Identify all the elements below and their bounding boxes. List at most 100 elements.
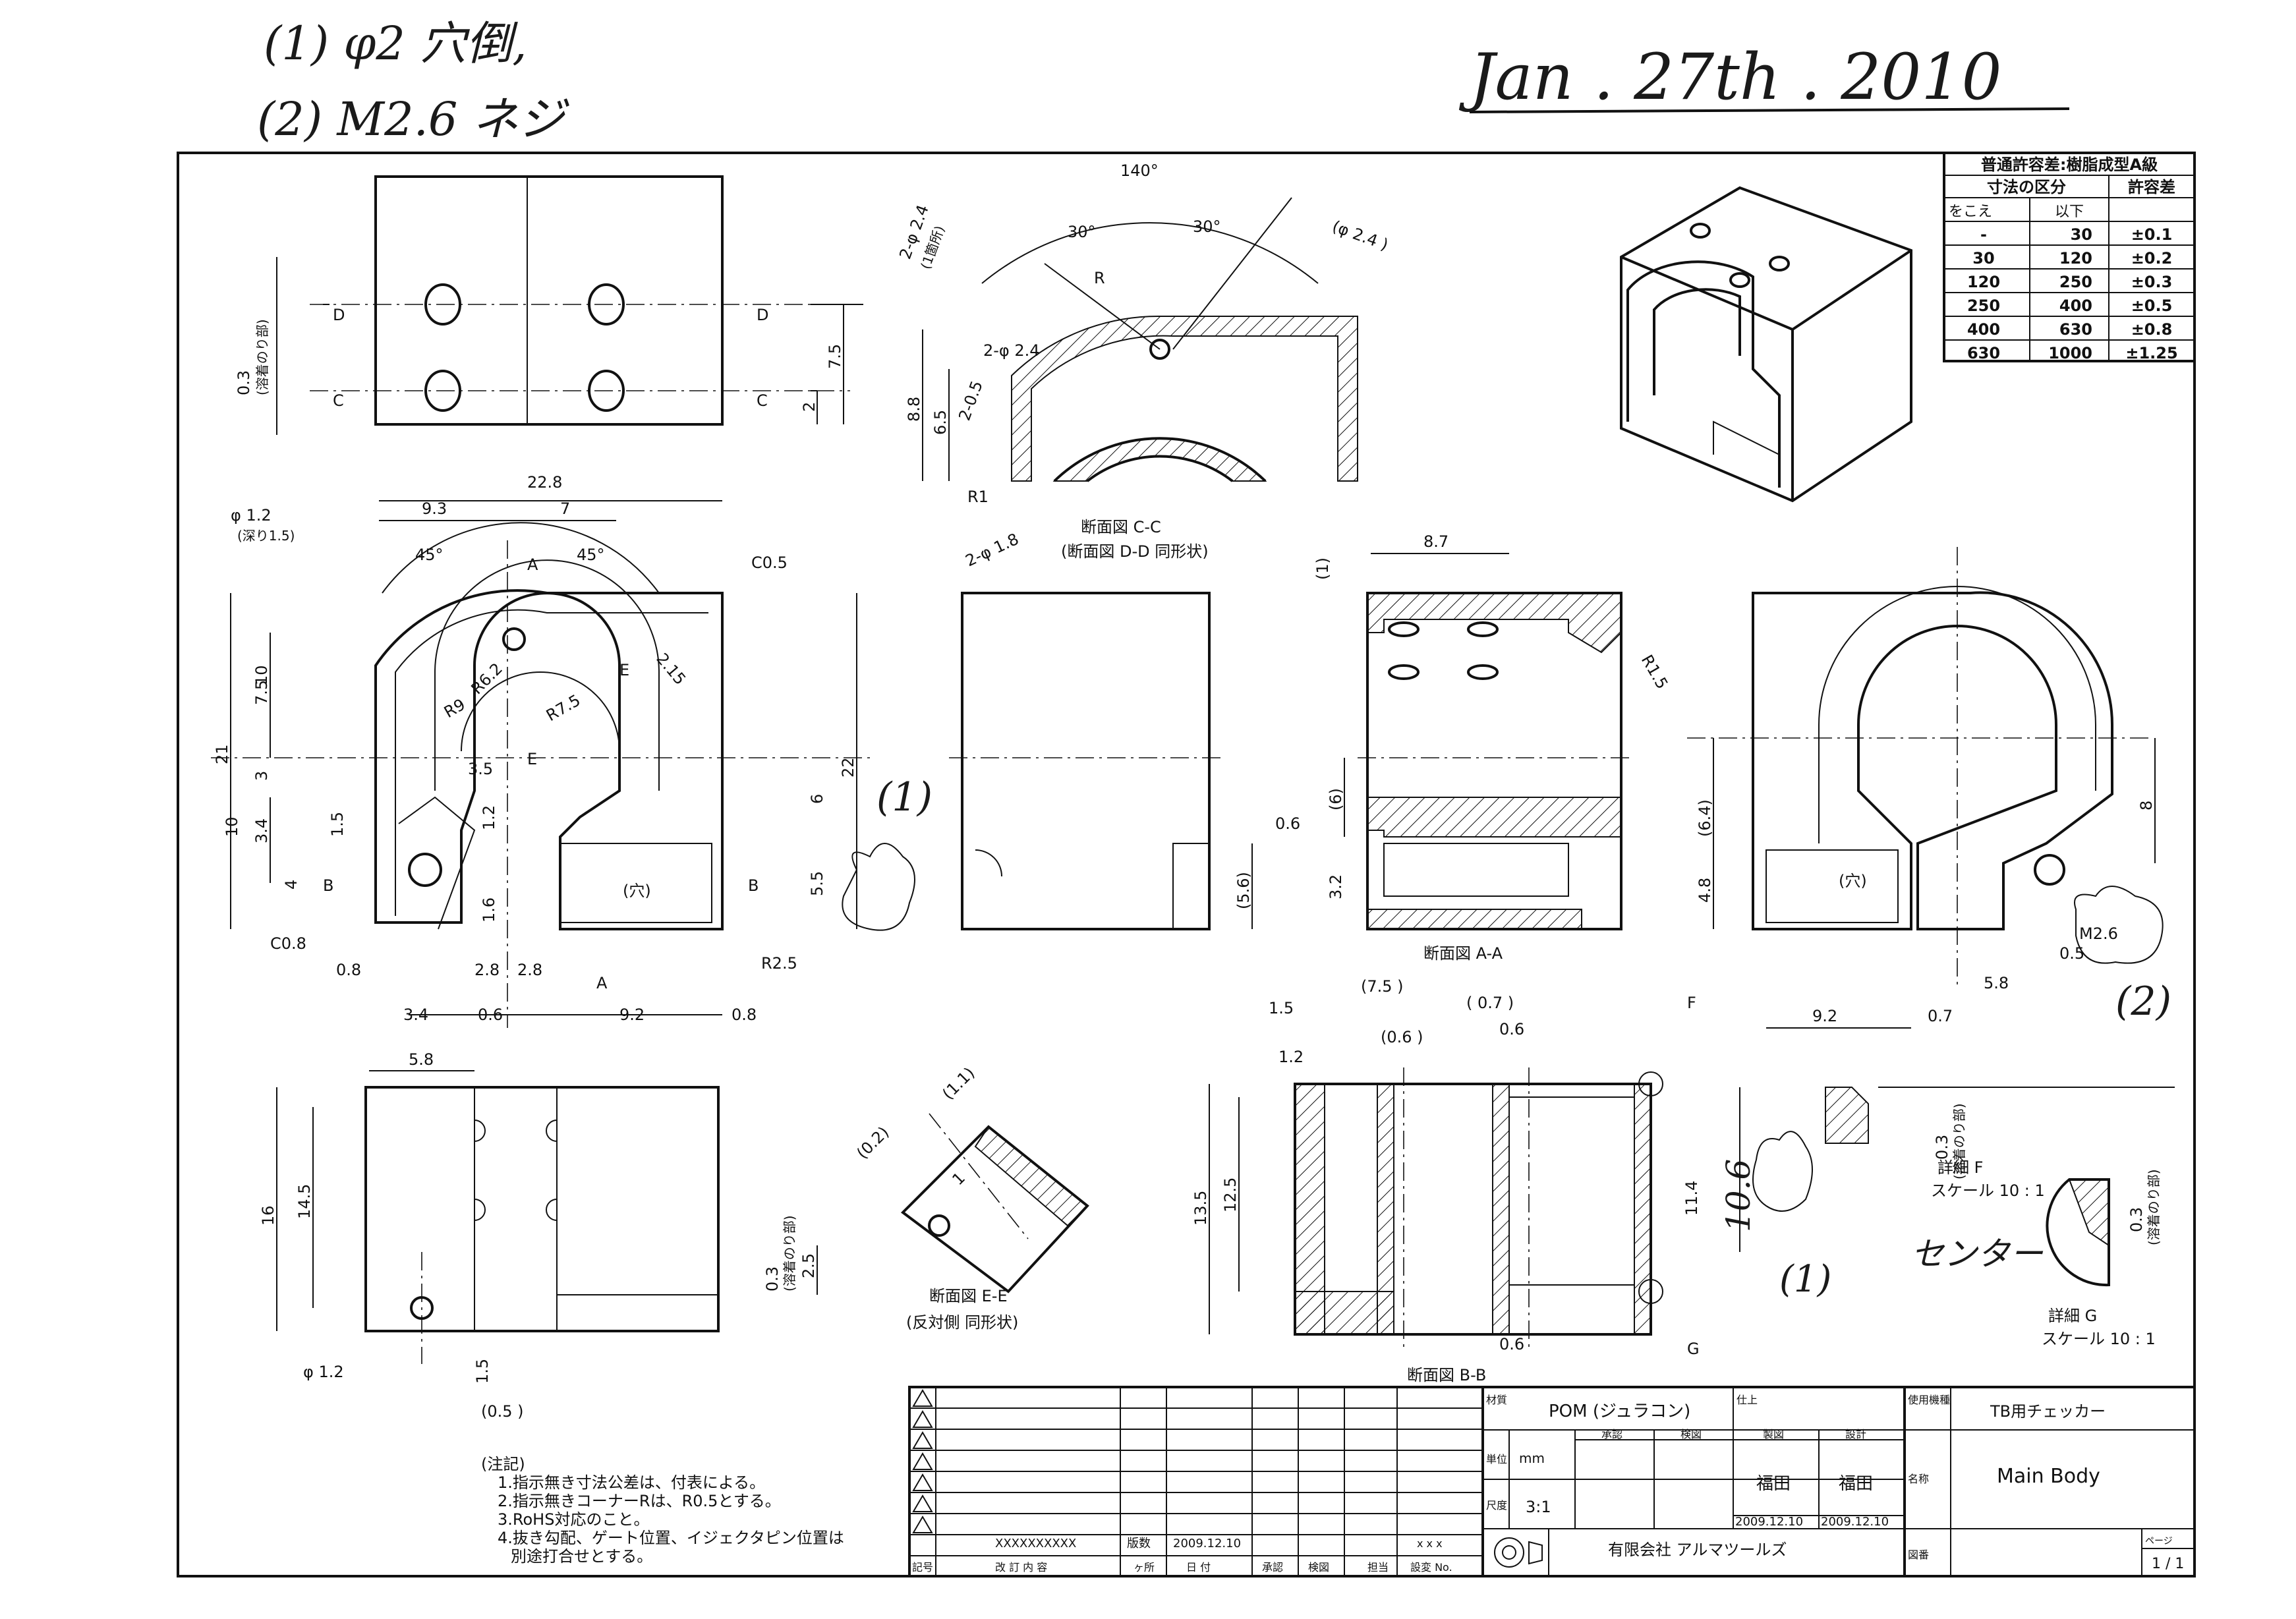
mark-a-top: A: [527, 555, 538, 574]
dim-r-cc: R: [1094, 269, 1105, 287]
dim-58-bottom: 5.8: [409, 1050, 434, 1069]
dim-02-ee: (0.2): [853, 1123, 892, 1162]
handwritten-note-1: (1) φ2 穴倒,: [264, 16, 527, 71]
revision-triangle-icon: [912, 1431, 933, 1449]
tol-cell-r0-c2: ±0.1: [2131, 225, 2173, 244]
dim-22: 22: [839, 757, 857, 778]
dim-228: 22.8: [527, 473, 562, 492]
detail-g-label: 詳細 G: [2048, 1307, 2097, 1325]
dim-8-right: 8: [2137, 801, 2156, 810]
tol-col-tol: 許容差: [2128, 178, 2175, 196]
dim-30deg-a: 30°: [1068, 223, 1096, 241]
mark-a-bottom: A: [596, 974, 608, 992]
mark-e-b: E: [527, 750, 537, 768]
dim-phi12-bottom: φ 1.2: [303, 1363, 344, 1381]
section-cc: 140° 30° 30° (φ 2.4 ) 2-φ 2.4 (1箇所) 2-φ …: [896, 161, 1391, 570]
dim-75-top: 7.5: [826, 344, 844, 369]
tb-approve: 承認: [1601, 1428, 1622, 1440]
dim-15-bb: 1.5: [1269, 999, 1294, 1017]
tb-material: POM (ジュラコン): [1549, 1402, 1690, 1421]
tb-design: 設計: [1845, 1428, 1866, 1440]
tb-rev-hdr-content: 改 訂 内 容: [995, 1561, 1047, 1574]
dim-30deg-b: 30°: [1193, 217, 1221, 236]
right-view: (穴) (6.4) 4.8 8 M2.6 0.5 5.8 9.2 0.7 (2): [1687, 547, 2171, 1029]
handwritten-dim-106: 10.6: [1719, 1159, 1758, 1232]
tb-page: 1 / 1: [2152, 1556, 2184, 1572]
mark-b-left: B: [323, 876, 333, 895]
dim-93: 9.3: [422, 499, 447, 518]
dim-r9: R9: [441, 695, 469, 722]
notes-line-2: 2.指示無きコーナーRは、R0.5とする。: [498, 1492, 781, 1510]
tol-cell-r2-c2: ±0.3: [2131, 273, 2173, 291]
dim-2phi24-c: 2-φ 2.4: [983, 341, 1040, 360]
tb-rev-hdr-no: ヶ所: [1134, 1561, 1155, 1574]
notes-line-4: 4.抜き勾配、ゲート位置、イジェクタピン位置は: [498, 1529, 844, 1547]
revision-triangle-icon: [912, 1516, 933, 1533]
detail-g: 詳細 G スケール 10 : 1 0.3 (溶着のり部): [2042, 1169, 2162, 1348]
dim-06-bb2: 0.6: [1499, 1020, 1524, 1038]
tol-cell-r5-c2: ±1.25: [2125, 344, 2177, 362]
dim-03-g: 0.3: [2127, 1207, 2146, 1232]
notes-line-3: 3.RoHS対応のこと。: [498, 1510, 649, 1529]
detail-g-scale: スケール 10 : 1: [2042, 1330, 2156, 1348]
revision-triangle-icon: [912, 1452, 933, 1470]
dim-03-top-sub: (溶着のり部): [254, 319, 270, 395]
tol-cell-r5-c0: 630: [1967, 344, 2000, 362]
tol-cell-r2-c0: 120: [1967, 273, 2000, 291]
section-aa: 8.7 (1) R1.5 (6) 0.6 3.2 断面図 A-A: [1275, 532, 1671, 963]
dim-1-aa: (1): [1313, 557, 1332, 580]
tol-sub-under: 以下: [2055, 204, 2084, 220]
dim-6-aa: (6): [1327, 788, 1345, 810]
section-bb: 13.5 12.5 (7.5 ) 1.5 1.2 (0.6 ) ( 0.7 ) …: [1191, 977, 1813, 1384]
tb-name: Main Body: [1997, 1465, 2100, 1488]
dim-92-right: 9.2: [1812, 1007, 1837, 1025]
tol-cell-r5-c1: 1000: [2048, 344, 2092, 362]
dim-05-bottom: (0.5 ): [481, 1402, 524, 1421]
tb-rev-hdr-date: 日 付: [1186, 1561, 1211, 1574]
tol-cell-r4-c0: 400: [1967, 320, 2000, 339]
mark-e-a: E: [619, 661, 629, 679]
tb-date2: 2009.12.10: [1821, 1515, 1889, 1529]
section-ee: (1.1) (0.2) 1 断面図 E-E (反対側 同形状): [853, 1064, 1089, 1332]
dim-25-bottom: 2.5: [799, 1253, 818, 1278]
mark-d-right: D: [757, 306, 768, 324]
dim-21: 21: [213, 744, 231, 764]
dim-03-bb-sub: (溶着のり部): [1951, 1103, 1967, 1179]
tb-drafter: 福田: [1756, 1474, 1791, 1494]
handwritten-date: Jan . 27th . 2010: [1458, 40, 2002, 114]
dim-07-right: 0.7: [1928, 1007, 1953, 1025]
dim-135: 13.5: [1191, 1191, 1210, 1226]
dim-140deg: 140°: [1120, 161, 1159, 180]
notes-line-5: 別途打合せとする。: [511, 1547, 652, 1566]
side-view: (5.6): [949, 592, 1253, 930]
tb-unit: mm: [1519, 1450, 1545, 1466]
notes-line-1: 1.指示無き寸法公差は、付表による。: [498, 1473, 765, 1492]
tb-rev-hdr-inspect: 検図: [1308, 1561, 1329, 1574]
mark-g: G: [1687, 1340, 1700, 1358]
dim-1-ee: 1: [948, 1169, 969, 1189]
dim-6-front: 6: [808, 794, 826, 804]
dim-03-bottom-sub: (溶着のり部): [782, 1215, 797, 1292]
dim-32-aa: 3.2: [1327, 874, 1345, 899]
dim-88: 8.8: [905, 397, 923, 422]
dim-10b: 10: [223, 816, 241, 837]
handwritten-center: センター: [1911, 1235, 2044, 1273]
tb-inspect: 検図: [1680, 1428, 1702, 1440]
dim-15-bottom: 1.5: [473, 1359, 492, 1384]
revision-triangle-icon: [912, 1410, 933, 1428]
dim-r25: R2.5: [761, 954, 797, 973]
dim-87: 8.7: [1423, 532, 1449, 551]
tb-draft: 製図: [1763, 1428, 1784, 1440]
tb-name-label: 名称: [1908, 1473, 1929, 1485]
tb-designer: 福田: [1839, 1474, 1873, 1494]
dim-05-right: 0.5: [2059, 944, 2084, 963]
dim-phi12-sub: (深り1.5): [237, 528, 295, 544]
dim-55-front: 5.5: [808, 871, 826, 896]
callout-1-front: (1): [842, 774, 933, 931]
dim-06-front: 0.6: [478, 1006, 503, 1024]
tb-usage-label: 使用機種: [1908, 1394, 1950, 1406]
handwritten-callout-1b: (1): [1779, 1258, 1831, 1301]
tb-scale-label: 尺度: [1486, 1499, 1507, 1512]
mark-f: F: [1687, 994, 1696, 1012]
tol-cell-r3-c0: 250: [1967, 297, 2000, 315]
